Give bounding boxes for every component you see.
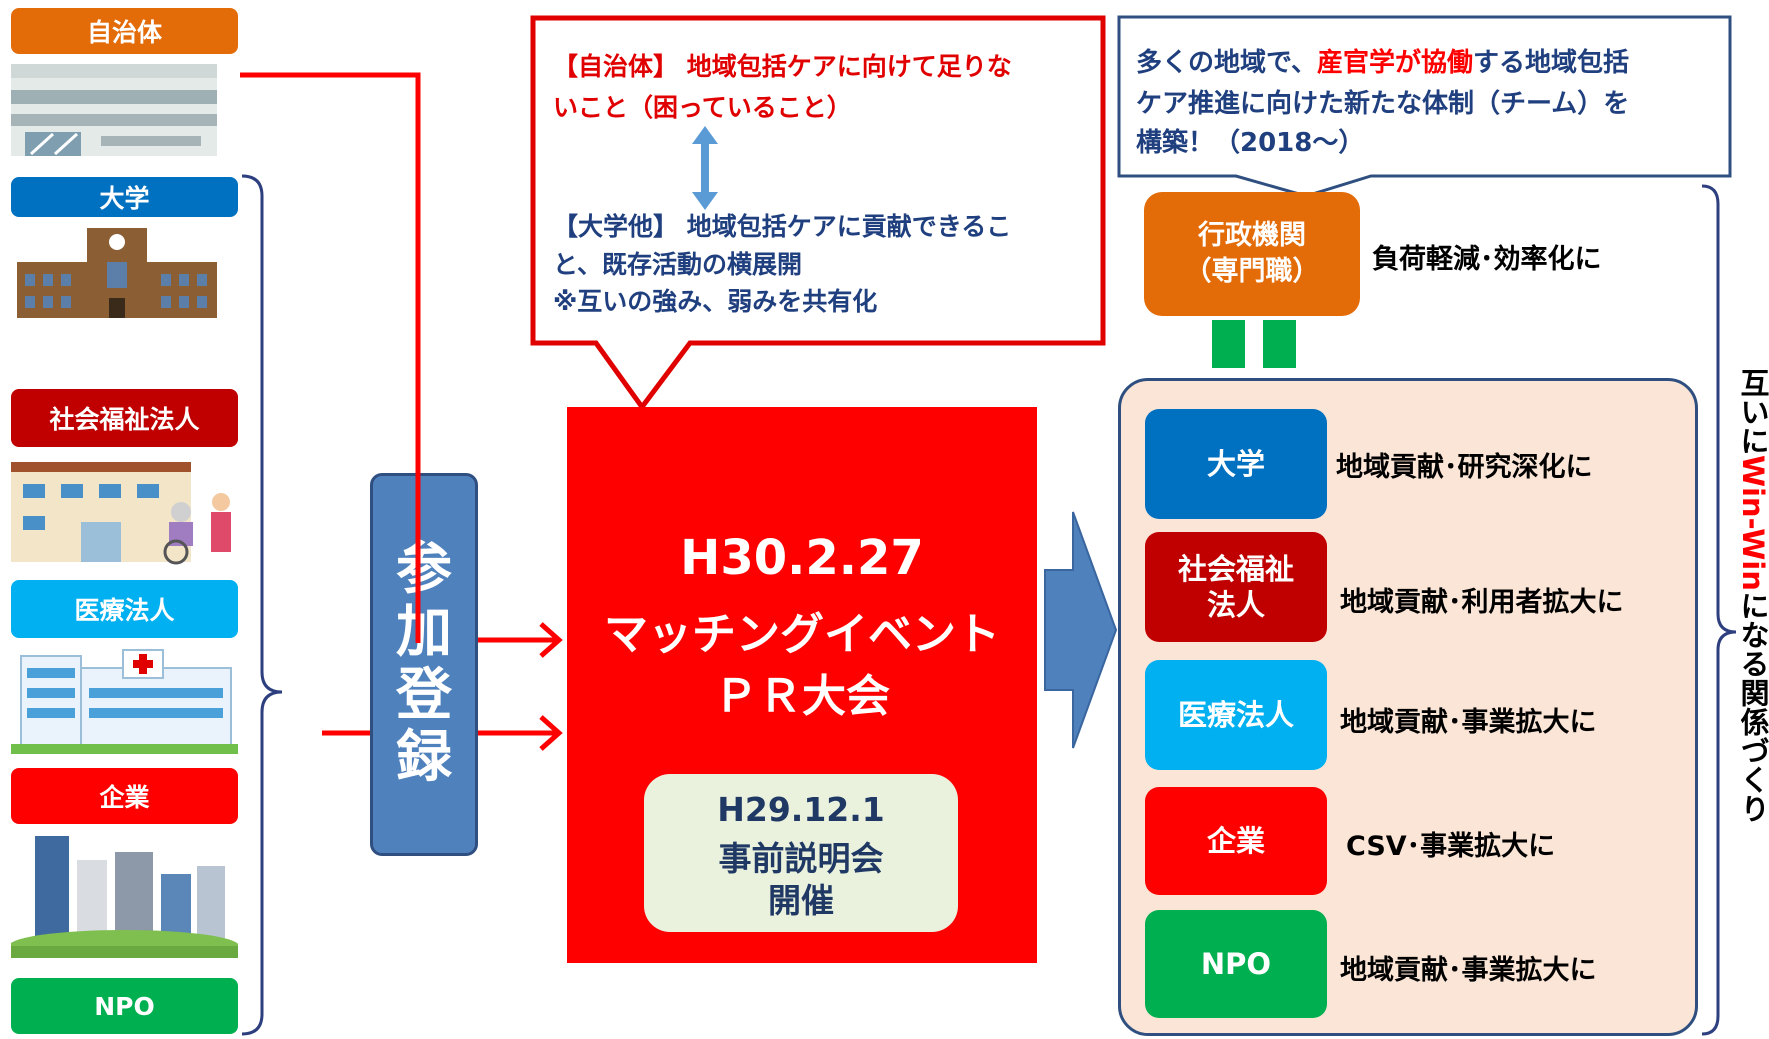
pre-briefing-date: H29.12.1 — [717, 790, 885, 829]
university-image — [17, 228, 217, 318]
label-npo: NPO — [11, 978, 238, 1034]
callout-right-shape — [1117, 15, 1732, 198]
gov-pill: 行政機関 （専門職） — [1144, 192, 1360, 316]
partner-benefit-npo: 地域貢献･事業拡大に — [1340, 955, 1597, 986]
callout-left-line3: 【大学他】 地域包括ケアに貢献できるこ — [553, 212, 1012, 241]
partner-benefit-shakai: 地域貢献･利用者拡大に — [1340, 587, 1624, 618]
hospital-image — [11, 649, 238, 754]
registration-char: 参 — [396, 537, 452, 603]
callout-left-line1: 【自治体】 地域包括ケアに向けて足りな — [553, 52, 1012, 81]
right-arrow-icon — [1044, 511, 1118, 749]
registration-char: 加 — [396, 599, 452, 665]
win-win-vertical-text: 互いにWin-Winになる関係づくり — [1736, 368, 1769, 823]
label-shakai-fukushi: 社会福祉法人 — [11, 389, 238, 447]
partner-pill-iryo: 医療法人 — [1145, 660, 1327, 770]
callout-left-line2: いこと（困っていること） — [553, 93, 852, 122]
partner-pill-kigyo: 企業 — [1145, 787, 1327, 895]
event-pr: ＰＲ大会 — [714, 671, 890, 722]
callout-right-post: する地域包括 — [1472, 48, 1629, 78]
callout-left-line4: と、既存活動の横展開 — [553, 250, 803, 279]
partner-benefit-iryo: 地域貢献･事業拡大に — [1340, 707, 1597, 738]
gov-name-line1: 行政機関 — [1198, 219, 1306, 251]
left-bracket — [241, 174, 283, 1036]
win-win-post: になる関係づくり — [1736, 590, 1769, 823]
win-win-pre: 互いに — [1736, 368, 1769, 455]
callout-right-highlight: 産官学が協働 — [1316, 48, 1473, 78]
connector-overlay — [415, 473, 421, 643]
pre-briefing-box — [644, 774, 958, 932]
event-name: マッチングイベント — [604, 609, 1000, 660]
gov-link-bar-left — [1212, 320, 1245, 368]
partner-pill-npo: NPO — [1145, 910, 1327, 1018]
callout-right-line2: ケア推進に向けた新たな体制（チーム）を — [1136, 89, 1630, 119]
registration-char: 録 — [396, 725, 452, 791]
registration-char: 登 — [396, 662, 452, 728]
pre-briefing-held: 開催 — [768, 881, 834, 920]
callout-right-line1: 多くの地域で、産官学が協働する地域包括 — [1136, 42, 1629, 79]
care-facility-image — [11, 462, 231, 565]
label-kigyo: 企業 — [11, 768, 238, 824]
partner-shakai-line1: 社会福祉 — [1177, 551, 1294, 586]
callout-right-line3: 構築！（2018～） — [1136, 128, 1365, 158]
gov-link-bar-right — [1263, 320, 1296, 368]
gov-name-line2: （専門職） — [1184, 256, 1320, 287]
callout-right-pre: 多くの地域で、 — [1136, 48, 1317, 78]
city-hall-image — [11, 62, 238, 158]
partner-shakai-line2: 法人 — [1206, 588, 1265, 622]
partner-pill-daigaku: 大学 — [1145, 409, 1327, 519]
callout-left-line5: ※互いの強み、弱みを共有化 — [553, 287, 878, 316]
pre-briefing-name: 事前説明会 — [718, 839, 884, 878]
label-iryo: 医療法人 — [11, 580, 238, 638]
registration-bar: 参 加 登 録 — [370, 473, 478, 856]
double-arrow-icon — [692, 126, 718, 210]
gov-benefit: 負荷軽減･効率化に — [1372, 244, 1602, 275]
office-buildings-image — [11, 836, 238, 958]
label-daigaku: 大学 — [11, 177, 238, 217]
partner-benefit-daigaku: 地域貢献･研究深化に — [1336, 452, 1593, 483]
label-jichitai: 自治体 — [11, 8, 238, 54]
event-date: H30.2.27 — [680, 530, 924, 586]
win-win-highlight: Win-Win — [1736, 455, 1769, 591]
right-bracket — [1701, 184, 1737, 1036]
callout-left-shape — [530, 15, 1106, 410]
partner-pill-shakai: 社会福祉 法人 — [1145, 532, 1327, 642]
partner-benefit-kigyo: CSV･事業拡大に — [1346, 831, 1556, 862]
